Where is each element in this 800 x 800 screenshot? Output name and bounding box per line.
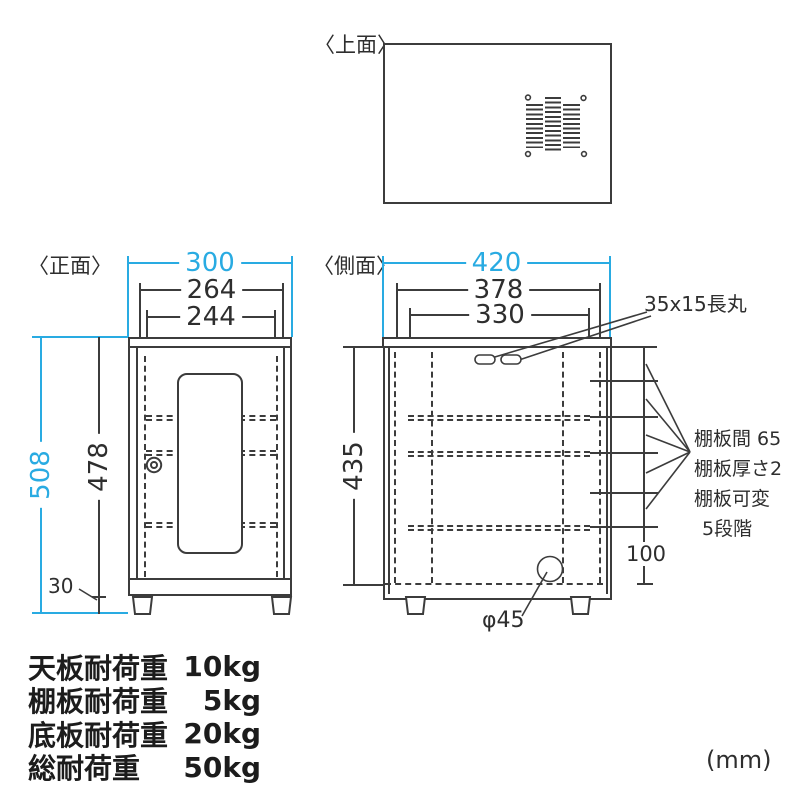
load-spec-table: 天板耐荷重 10kg 棚板耐荷重 5kg 底板耐荷重 20kg 総耐荷重 50k… <box>28 650 261 786</box>
extension-line <box>396 283 398 352</box>
spec-label: 棚板耐荷重 <box>28 685 169 719</box>
extension-line <box>274 310 276 337</box>
vent-grille-left-column <box>526 104 543 148</box>
vent-grille-right-column <box>563 104 580 148</box>
spec-row: 底板耐荷重 20kg <box>28 717 261 752</box>
dim-front-height-478: 478 <box>84 337 114 597</box>
side-hidden-line-3 <box>562 352 564 583</box>
dim-side-depth-378: 378 <box>397 277 600 303</box>
extension-line <box>382 256 384 337</box>
side-shelf-line-2 <box>408 451 590 457</box>
fan-line <box>645 398 691 453</box>
extension-line <box>291 256 293 337</box>
dim-side-depth-420: 420 <box>383 250 610 276</box>
extension-line <box>146 310 148 337</box>
fan-line <box>645 451 691 474</box>
spec-row: 棚板耐荷重 5kg <box>28 683 261 719</box>
shelf-note-line: 棚板間 65 <box>694 428 782 450</box>
shelf-spec-notes: 棚板間 65 棚板厚さ2 棚板可変 5段階 <box>694 424 782 544</box>
dim-side-depth-330: 330 <box>410 302 590 328</box>
shelf-pin-holes-right <box>276 356 278 577</box>
shelf-tick <box>590 452 658 454</box>
dim-label: 330 <box>469 302 531 328</box>
vent-grille-center-column <box>545 97 561 153</box>
spec-label: 底板耐荷重 <box>28 718 169 752</box>
side-bottom-hidden-line <box>385 583 603 585</box>
side-shelf-line-3 <box>408 525 590 531</box>
shelf-note-line: 棚板厚さ2 <box>694 458 783 480</box>
extension-line <box>139 283 141 337</box>
top-view-label: 〈上面〉 <box>314 33 398 57</box>
fan-line <box>645 434 691 453</box>
shelf-tick <box>590 380 658 382</box>
extension-line <box>32 612 128 614</box>
side-back-wall-line <box>606 348 608 594</box>
front-top-rail-line <box>129 346 291 348</box>
spec-value: 5kg <box>202 683 261 717</box>
extension-line <box>127 256 129 337</box>
fan-line <box>645 451 691 510</box>
dim-label: 300 <box>179 250 241 276</box>
side-front-wall-line <box>388 348 390 594</box>
door-left-edge <box>136 348 138 578</box>
dim-label: 264 <box>180 277 243 303</box>
dim-bottom-clearance-label: 100 <box>620 542 672 567</box>
dim-tick <box>92 596 106 598</box>
side-hidden-line-2 <box>431 352 433 583</box>
spec-value: 10kg <box>183 650 261 684</box>
front-view-label: 〈正面〉 <box>28 254 112 278</box>
cable-hole-note: φ45 <box>482 608 525 633</box>
dim-front-width-300: 300 <box>128 250 292 276</box>
front-bottom-rail-line <box>130 578 290 580</box>
dim-label: 478 <box>84 434 114 500</box>
dim-side-height-435: 435 <box>339 347 369 585</box>
dim-label: 508 <box>26 442 56 508</box>
spec-row: 総耐荷重 50kg <box>28 750 261 786</box>
spec-label: 総耐荷重 <box>28 752 141 786</box>
dim-front-width-244: 244 <box>147 304 275 330</box>
dim-tick <box>343 584 383 586</box>
dim-tick <box>637 583 653 585</box>
extension-line <box>32 336 128 338</box>
dim-label: 420 <box>465 250 528 276</box>
spec-label: 天板耐荷重 <box>28 651 169 685</box>
shelf-tick <box>590 416 658 418</box>
side-shelf-line-1 <box>408 415 590 421</box>
dim-front-height-508: 508 <box>26 337 56 613</box>
dim-label: 244 <box>180 304 242 330</box>
spec-row: 天板耐荷重 10kg <box>28 650 261 685</box>
dim-foot-height-label: 30 <box>48 574 74 598</box>
dim-label: 378 <box>467 277 530 303</box>
dim-label: 435 <box>339 433 369 499</box>
side-view-label: 〈側面〉 <box>313 254 397 278</box>
dim-foot-segment <box>98 597 100 614</box>
shelf-pin-holes-left <box>144 356 146 577</box>
unit-note: (mm) <box>706 746 772 774</box>
side-cabinet-outline <box>383 346 612 600</box>
door-right-edge <box>283 348 285 578</box>
extension-line <box>282 283 284 337</box>
shelf-tick <box>590 492 658 494</box>
shelf-tick-top <box>608 346 657 348</box>
spec-value: 50kg <box>183 750 261 784</box>
shelf-position-line <box>643 347 645 584</box>
extension-line <box>609 256 611 337</box>
oblong-hole-note: 35x15長丸 <box>644 292 747 316</box>
front-foot-left <box>131 596 154 615</box>
spec-value: 20kg <box>183 717 261 751</box>
side-hidden-line-4 <box>599 352 601 583</box>
dim-tick <box>343 346 383 348</box>
fan-line <box>645 363 691 453</box>
front-foot-right <box>270 596 293 615</box>
door-window <box>177 373 243 554</box>
shelf-tick <box>590 526 658 528</box>
side-hidden-line-1 <box>394 352 396 583</box>
shelf-note-line: 5段階 <box>702 518 753 540</box>
shelf-note-line: 棚板可変 <box>694 488 771 510</box>
dim-front-width-264: 264 <box>140 277 283 303</box>
